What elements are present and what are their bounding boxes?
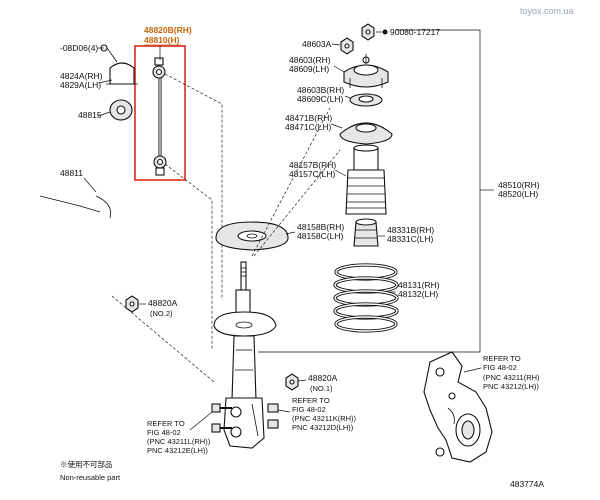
label-48811: 48811 [60, 168, 83, 178]
refer-a-line3: (PNC 43211(RH) [483, 373, 540, 382]
label-4829a: 4829A(LH) [60, 80, 101, 90]
label-48820a-no1: 48820A [308, 373, 338, 383]
spring-upper-seat-part[interactable] [339, 122, 393, 145]
label-48157b: 48157B(RH) [289, 160, 336, 170]
strut-bolt-part[interactable] [211, 403, 232, 433]
shock-absorber-part[interactable] [213, 261, 277, 449]
label-48331c: 48331C(LH) [387, 234, 433, 244]
label-48609c: 48609C(LH) [297, 94, 343, 104]
refer-a-line4: PNC 43212(LH)) [483, 382, 539, 391]
label-48815: 48815 [78, 110, 102, 120]
refer-b-line2: FIG 48-02 [292, 405, 326, 414]
label-48471c: 48471C(LH) [285, 122, 331, 132]
note-jp-text: ※使用不可部品 [60, 459, 113, 469]
bump-stopper-part[interactable] [353, 218, 379, 247]
refer-a-line1: REFER TO [483, 354, 521, 363]
stabilizer-bracket-part[interactable] [100, 44, 138, 85]
label-48603: 48603(RH) [289, 55, 331, 65]
refer-b-line1: REFER TO [292, 396, 330, 405]
refer-b-line4: PNC 43212D(LH)) [292, 423, 354, 432]
label-08d06: -08D06(4) [60, 43, 98, 53]
strut-nut-part[interactable] [267, 403, 279, 429]
label-90080: 90080-17217 [390, 27, 440, 37]
label-48520: 48520(LH) [498, 189, 538, 199]
steering-knuckle-part[interactable] [423, 351, 493, 463]
refer-a-line2: FIG 48-02 [483, 363, 517, 372]
nut-48820a-no2-part[interactable] [125, 295, 139, 313]
label-48603a: 48603A [302, 39, 332, 49]
stabilizer-link-part[interactable] [152, 57, 167, 176]
label-48471b: 48471B(RH) [285, 113, 332, 123]
upper-spring-seat-part[interactable] [215, 221, 289, 251]
label-48158c: 48158C(LH) [297, 231, 343, 241]
refer-c-line2: FIG 48-02 [147, 428, 181, 437]
label-48510: 48510(RH) [498, 180, 540, 190]
bearing-part[interactable] [349, 93, 383, 107]
refer-c-line1: REFER TO [147, 419, 185, 428]
stabilizer-bar-part[interactable] [37, 177, 128, 299]
stabilizer-bushing-part[interactable] [109, 99, 133, 121]
non-reusable-mark-icon [382, 29, 388, 35]
label-4824a: 4824A(RH) [60, 71, 103, 81]
top-support-part[interactable] [343, 54, 389, 88]
diagram-id: 483774A [510, 479, 544, 489]
refer-b-line3: (PNC 43211K(RH)) [292, 414, 357, 423]
label-no2: (NO.2) [150, 309, 173, 318]
coil-spring-part[interactable] [333, 263, 399, 333]
watermark-text: toyox.com.ua [520, 6, 574, 16]
dust-boot-part[interactable] [345, 144, 387, 215]
label-48331b: 48331B(RH) [387, 225, 434, 235]
refer-c-line4: PNC 43212E(LH)) [147, 446, 208, 455]
label-48131: 48131(RH) [398, 280, 440, 290]
label-48820b: 48820B(RH) [144, 25, 192, 35]
label-48158b: 48158B(RH) [297, 222, 344, 232]
refer-c-line3: (PNC 43211L(RH)) [147, 437, 211, 446]
label-48609: 48609(LH) [289, 64, 329, 74]
nut-48603a-part[interactable] [340, 37, 354, 55]
label-no1: (NO.1) [310, 384, 333, 393]
nut-48820a-no1-part[interactable] [285, 373, 299, 391]
label-48820a-no2: 48820A [148, 298, 178, 308]
label-48132: 48132(LH) [398, 289, 438, 299]
assembly-bracket-line [258, 29, 481, 353]
nut-90080-part[interactable] [361, 23, 375, 41]
note-en-text: Non-reusable part [60, 473, 121, 482]
label-48603b: 48603B(RH) [297, 85, 344, 95]
label-48810: 48810(H) [144, 35, 180, 45]
label-48157c: 48157C(LH) [289, 169, 335, 179]
